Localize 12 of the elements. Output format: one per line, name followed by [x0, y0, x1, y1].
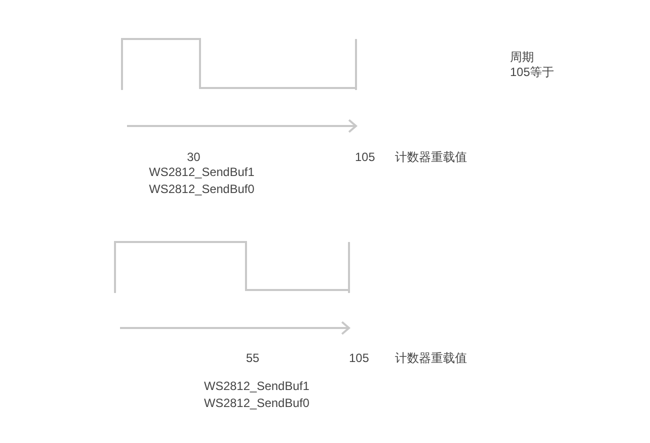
tick-value: 30: [187, 150, 200, 164]
buffer-label: WS2812_SendBuf1: [149, 165, 254, 179]
buffer-label: WS2812_SendBuf0: [204, 396, 310, 410]
buffer-label: WS2812_SendBuf1: [204, 379, 310, 393]
tick-value: 105: [355, 150, 376, 164]
note-text: 周期: [510, 50, 534, 64]
tick-value: 105: [349, 351, 370, 365]
tick-value: 55: [246, 351, 260, 365]
axis-label: 计数器重载值: [395, 351, 467, 365]
note-text: 105等于: [510, 65, 554, 79]
axis-label: 计数器重载值: [395, 150, 467, 164]
buffer-label: WS2812_SendBuf0: [149, 182, 254, 196]
